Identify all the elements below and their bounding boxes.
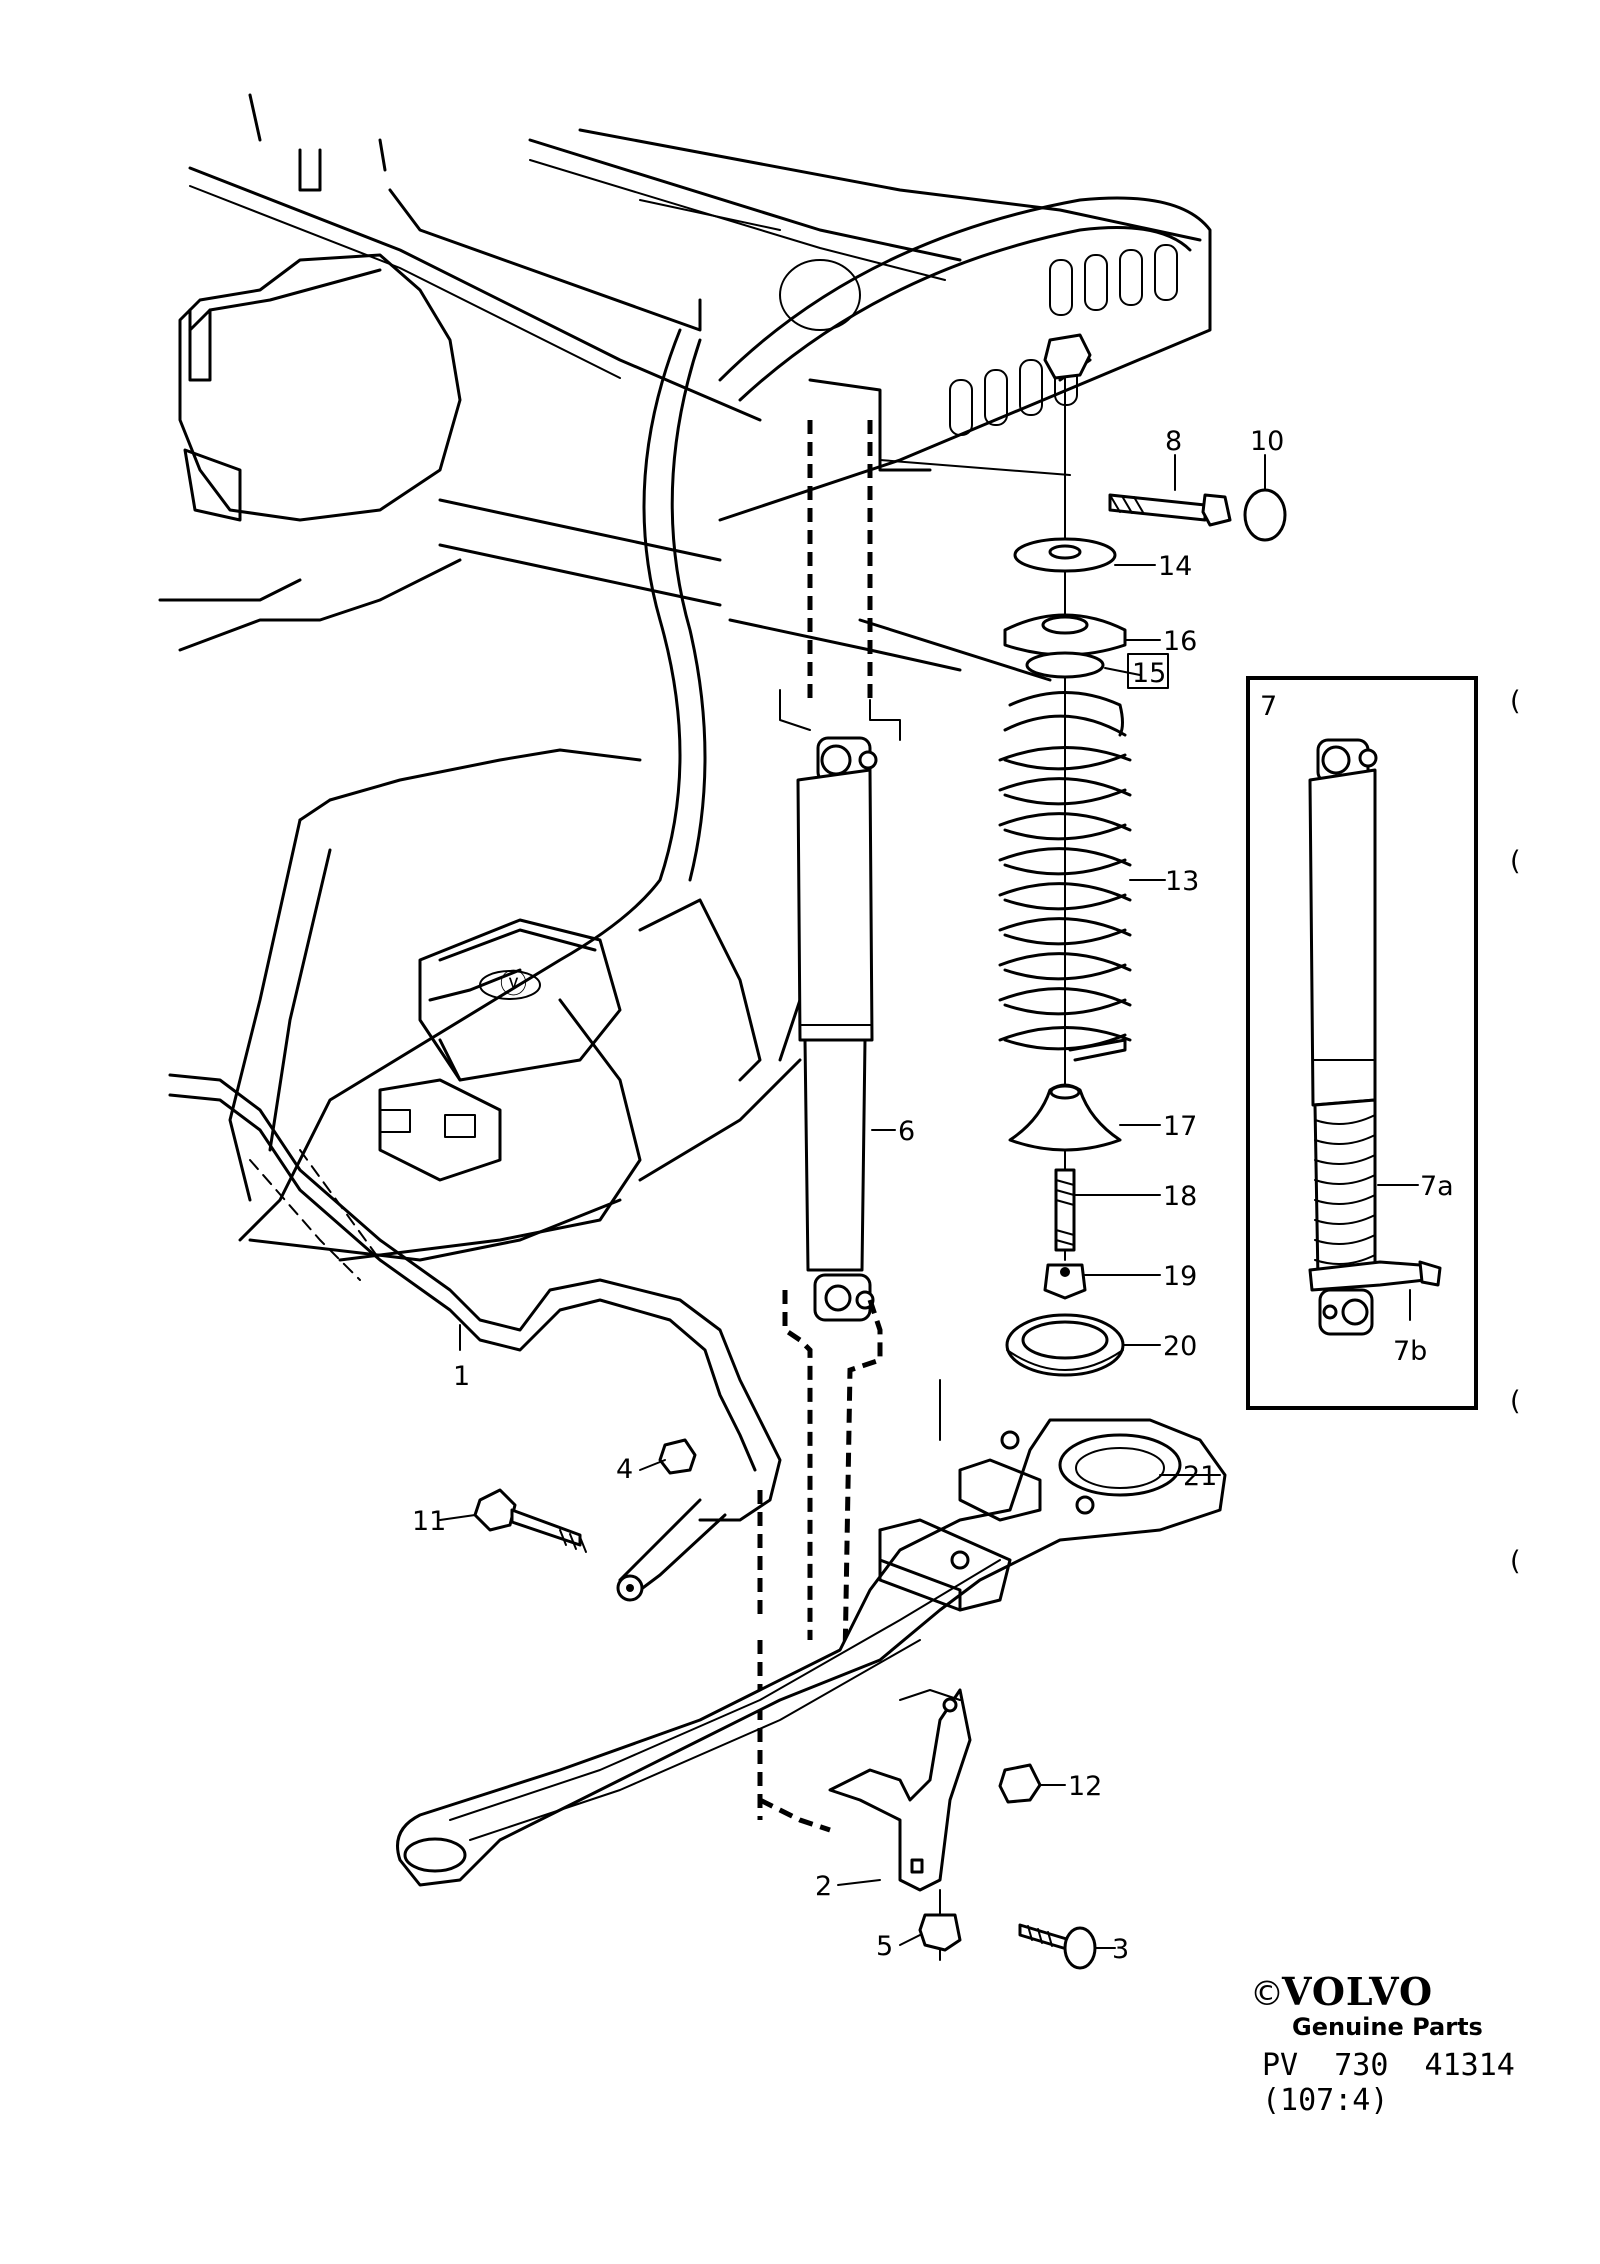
svg-text:ⓥ: ⓥ [500, 969, 527, 1000]
brand-logo: VOLVO [1281, 1969, 1433, 2014]
part-reference-sub: (107:4) [1262, 2083, 1388, 2118]
callout-3: 3 [1112, 1934, 1129, 1965]
callout-16: 16 [1163, 626, 1197, 657]
margin-mark-3: ( [1510, 1386, 1521, 1417]
part-reference: PV 730 41314 [1262, 2048, 1515, 2083]
callout-19: 19 [1163, 1261, 1197, 1292]
margin-marks: ( ( ( ( [1510, 686, 1521, 1577]
spring-assembly [998, 333, 1132, 1377]
callout-10: 10 [1250, 426, 1284, 457]
callout-17: 17 [1163, 1111, 1197, 1142]
callout-7b: 7b [1393, 1336, 1427, 1367]
brand-subtitle: Genuine Parts [1292, 2013, 1483, 2041]
callout-11: 11 [412, 1506, 446, 1537]
callout-1: 1 [453, 1361, 470, 1392]
copyright-symbol: © [1250, 1974, 1284, 2014]
callout-13: 13 [1165, 866, 1199, 897]
callout-8: 8 [1165, 426, 1182, 457]
shock-absorber [757, 420, 901, 1820]
callout-4: 4 [616, 1454, 633, 1485]
callout-18: 18 [1163, 1181, 1197, 1212]
inset-number: 7 [1260, 691, 1277, 722]
callout-15-box [1127, 653, 1169, 689]
callout-5: 5 [876, 1931, 893, 1962]
callout-15: 15 [1132, 658, 1166, 689]
callout-20: 20 [1163, 1331, 1197, 1362]
margin-mark-4: ( [1510, 1546, 1521, 1577]
fasteners [473, 1438, 1097, 1970]
margin-mark-1: ( [1510, 686, 1521, 717]
callout-2: 2 [815, 1871, 832, 1902]
callout-7a: 7a [1420, 1171, 1454, 1202]
margin-mark-2: ( [1510, 846, 1521, 877]
bolt-and-cap [879, 459, 1287, 542]
stabilizer-bar [168, 1073, 782, 1620]
callout-14: 14 [1158, 551, 1192, 582]
inset-panel-7: 7 7a 7b [1246, 676, 1478, 1410]
callout-21: 21 [1183, 1461, 1217, 1492]
callout-labels: 1 2 3 4 5 6 8 10 11 12 13 14 15 16 17 18… [412, 426, 1284, 1965]
leader-lines [439, 454, 1266, 1949]
callout-6: 6 [898, 1116, 915, 1147]
brand-footer: © VOLVO Genuine Parts PV 730 41314 (107:… [1250, 1969, 1515, 2118]
callout-12: 12 [1068, 1771, 1102, 1802]
trailing-arm [396, 1379, 1227, 1887]
